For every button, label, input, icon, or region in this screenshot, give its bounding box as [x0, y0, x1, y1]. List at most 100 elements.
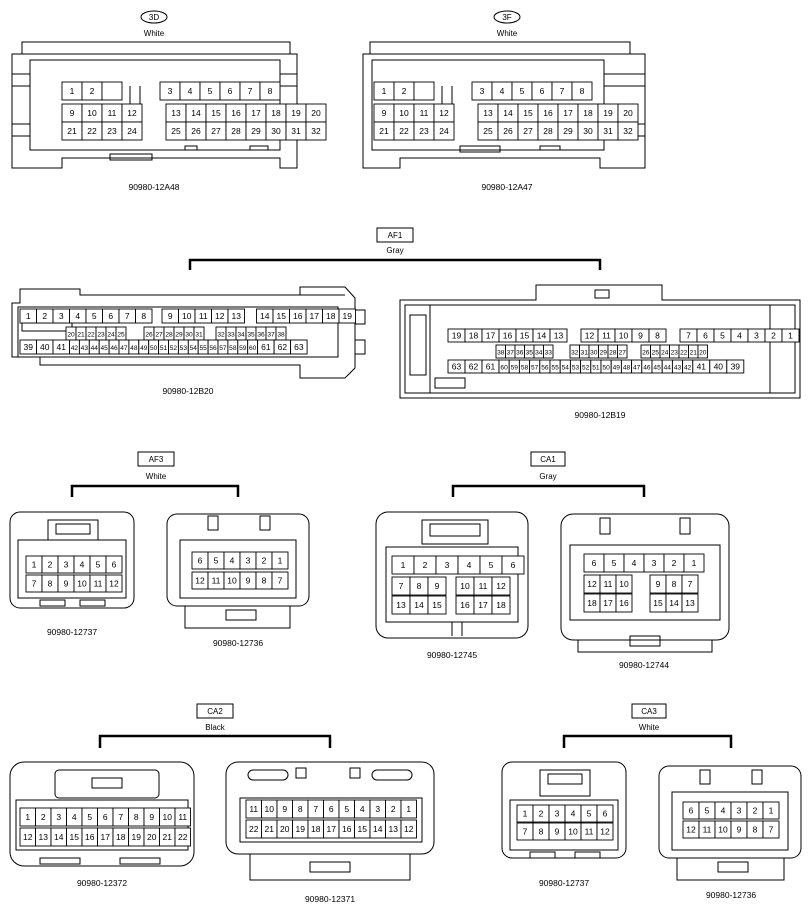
af1-right-pin-51: 51	[592, 365, 600, 372]
ca1-right-pin-18: 18	[587, 598, 597, 608]
af1-right-pin-28: 28	[609, 350, 617, 357]
ca2-left-pin-6: 6	[103, 812, 108, 822]
ca3-right-pin-1: 1	[769, 806, 774, 816]
af1-bracket	[188, 227, 602, 270]
af3-left-pin-3: 3	[64, 560, 69, 570]
af1-left-pin-22: 22	[87, 332, 95, 339]
ca1-left-pin-9-cell	[427, 576, 447, 596]
c3f-pin-27: 27	[523, 126, 533, 136]
af3-left-pin-7: 7	[32, 579, 37, 589]
af1-left-pin-48: 48	[130, 345, 138, 352]
af1-right-pin-11: 11	[602, 331, 611, 341]
ca3-left-pin-4: 4	[571, 809, 576, 819]
af1-left-pin-33: 33	[227, 332, 235, 339]
c3f-pin-13: 13	[483, 108, 493, 118]
ca2-left-pin-1: 1	[25, 812, 30, 822]
ca1-tag: CA1	[540, 455, 556, 464]
c3d-pin-25: 25	[171, 126, 181, 136]
connector-ca1-left-housing	[375, 511, 529, 639]
af1-tag: AF1	[388, 231, 403, 240]
af1-left-pin-18: 18	[326, 311, 336, 321]
af1-left-pin-53: 53	[180, 345, 188, 352]
connector-ca1-right-housing	[560, 513, 730, 653]
ca1-right-pin-7: 7	[688, 579, 693, 589]
ca1-left-pin-10: 10	[460, 581, 470, 591]
af3-left-pin-8: 8	[48, 579, 53, 589]
ca2-right-pin-2: 2	[391, 804, 396, 814]
af1-right-pin-23: 23	[671, 350, 679, 357]
af1-right-pin-2: 2	[771, 331, 776, 341]
ca3-right-pin-7-cell	[762, 820, 780, 839]
ca2-right-pin-12: 12	[404, 824, 414, 834]
connector-3d-tag: 3D	[149, 13, 159, 22]
af1-left-pin-16: 16	[293, 311, 303, 321]
af1-right-pin-16: 16	[503, 331, 513, 341]
af1-left-pin-10: 10	[182, 311, 192, 321]
af1-right-pin-12: 12	[585, 331, 595, 341]
ca2-left-pin-15: 15	[70, 832, 80, 842]
ca1-right-pin-10-cell	[615, 574, 633, 594]
af1-right-pin-30: 30	[590, 350, 598, 357]
af1-left-pin-1: 1	[26, 311, 31, 321]
af1-left-pin-5: 5	[92, 311, 97, 321]
c3f-pin-9: 9	[382, 108, 387, 118]
ca1-right-pin-13: 13	[685, 598, 695, 608]
c3d-pin-9: 9	[70, 108, 75, 118]
af1-right-pin-37: 37	[507, 350, 515, 357]
af3-right-pin-12: 12	[195, 576, 205, 586]
af1-right-pin-52: 52	[582, 365, 590, 372]
af1-left-pin-51: 51	[160, 345, 168, 352]
af1-right-pin-62: 62	[469, 362, 479, 372]
ca1-left-pin-8: 8	[417, 581, 422, 591]
af1-right-pin-8-cell	[648, 328, 667, 343]
c3f-pin-30: 30	[583, 126, 593, 136]
ca3-left-pin-12: 12	[600, 827, 610, 837]
ca1-left-pin-9: 9	[435, 581, 440, 591]
ca3-right-pin-9: 9	[737, 825, 742, 835]
ca3-left-pin-10: 10	[568, 827, 578, 837]
ca2-tag: CA2	[207, 707, 223, 716]
ca2-left-pin-17: 17	[101, 832, 111, 842]
c3f-pin-29: 29	[563, 126, 573, 136]
af1-right-pin-6: 6	[703, 331, 708, 341]
ca1-right-part-number: 90980-12744	[619, 660, 669, 670]
ca2-right-pin-13: 13	[389, 824, 399, 834]
ca2-left-pin-11-cell	[174, 807, 191, 827]
af1-left-pin-60: 60	[249, 345, 257, 352]
ca1-left-part-number: 90980-12745	[427, 650, 477, 660]
af1-right-pin-1-cell	[781, 328, 800, 343]
ca3-left-pin-12-cell	[596, 822, 614, 841]
ca2-left-pin-9: 9	[149, 812, 154, 822]
c3d-pin-15: 15	[211, 108, 221, 118]
ca2-right-pin-10: 10	[265, 804, 275, 814]
ca1-right-pin-17: 17	[603, 598, 613, 608]
af1-left-pin-11: 11	[199, 311, 208, 321]
ca3-right-pin-8: 8	[753, 825, 758, 835]
af1-left-pin-47: 47	[120, 345, 128, 352]
c3f-pin-25: 25	[483, 126, 493, 136]
ca1-right-pin-12: 12	[587, 579, 597, 589]
af1-right-pin-41: 41	[697, 362, 707, 372]
af1-left-pin-30: 30	[185, 332, 193, 339]
ca2-bracket	[98, 703, 332, 748]
ca1-right-pin-14: 14	[669, 598, 679, 608]
c3f-pin-2: 2	[402, 86, 407, 96]
af3-left-pin-1: 1	[32, 560, 37, 570]
ca1-right-pin-9: 9	[656, 579, 661, 589]
c3d-pin-2: 2	[90, 86, 95, 96]
c3f-pin-23: 23	[419, 126, 429, 136]
c3d-pin-1: 1	[70, 86, 75, 96]
ca1-left-pin-1: 1	[401, 560, 406, 570]
af1-right-pin-58: 58	[521, 365, 529, 372]
ca1-left-pin-7: 7	[399, 581, 404, 591]
ca1-color: Gray	[539, 472, 556, 481]
af1-left-pin-52: 52	[170, 345, 178, 352]
c3f-pin-3: 3	[480, 86, 485, 96]
af1-right-pin-53: 53	[572, 365, 580, 372]
ca3-left-pin-2: 2	[539, 809, 544, 819]
af1-left-pin-27: 27	[155, 332, 163, 339]
af1-right-pin-59: 59	[511, 365, 519, 372]
af1-right-pin-5: 5	[720, 331, 725, 341]
af3-right-pin-10: 10	[227, 576, 237, 586]
ca2-left-pin-11: 11	[178, 812, 187, 822]
